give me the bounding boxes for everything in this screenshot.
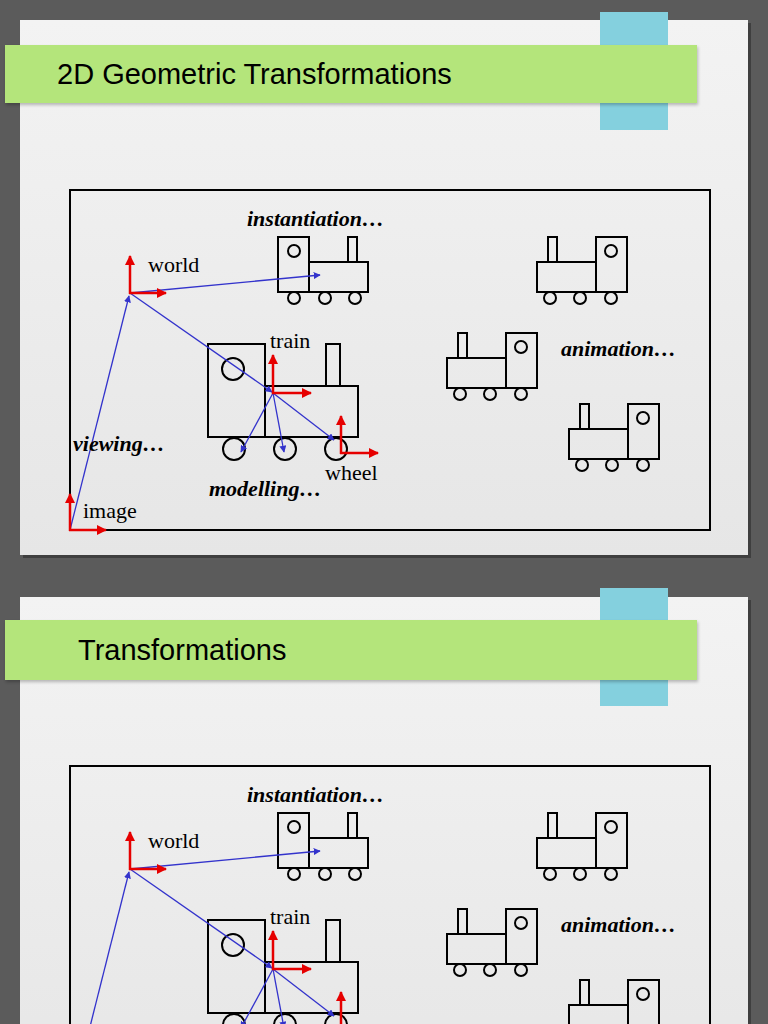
stage-label: viewing… [73,433,165,455]
frame-label: train [270,906,310,928]
transform-figure [69,190,710,531]
frame-label: world [148,830,199,852]
title-band: 2D Geometric Transformations [5,45,697,103]
frame-label: wheel [325,462,378,484]
stage-label: instantiation… [247,208,384,230]
transform-figure [69,766,710,1024]
frame-label: world [148,254,199,276]
frame-label: train [270,330,310,352]
slide-title: 2D Geometric Transformations [57,58,452,91]
stage-label: animation… [561,338,676,360]
stage-label: instantiation… [247,784,384,806]
title-band: Transformations [5,620,697,680]
stage-label: animation… [561,914,676,936]
stage-label: modelling… [209,478,321,500]
slide-title: Transformations [78,634,286,667]
frame-label: image [83,500,137,522]
